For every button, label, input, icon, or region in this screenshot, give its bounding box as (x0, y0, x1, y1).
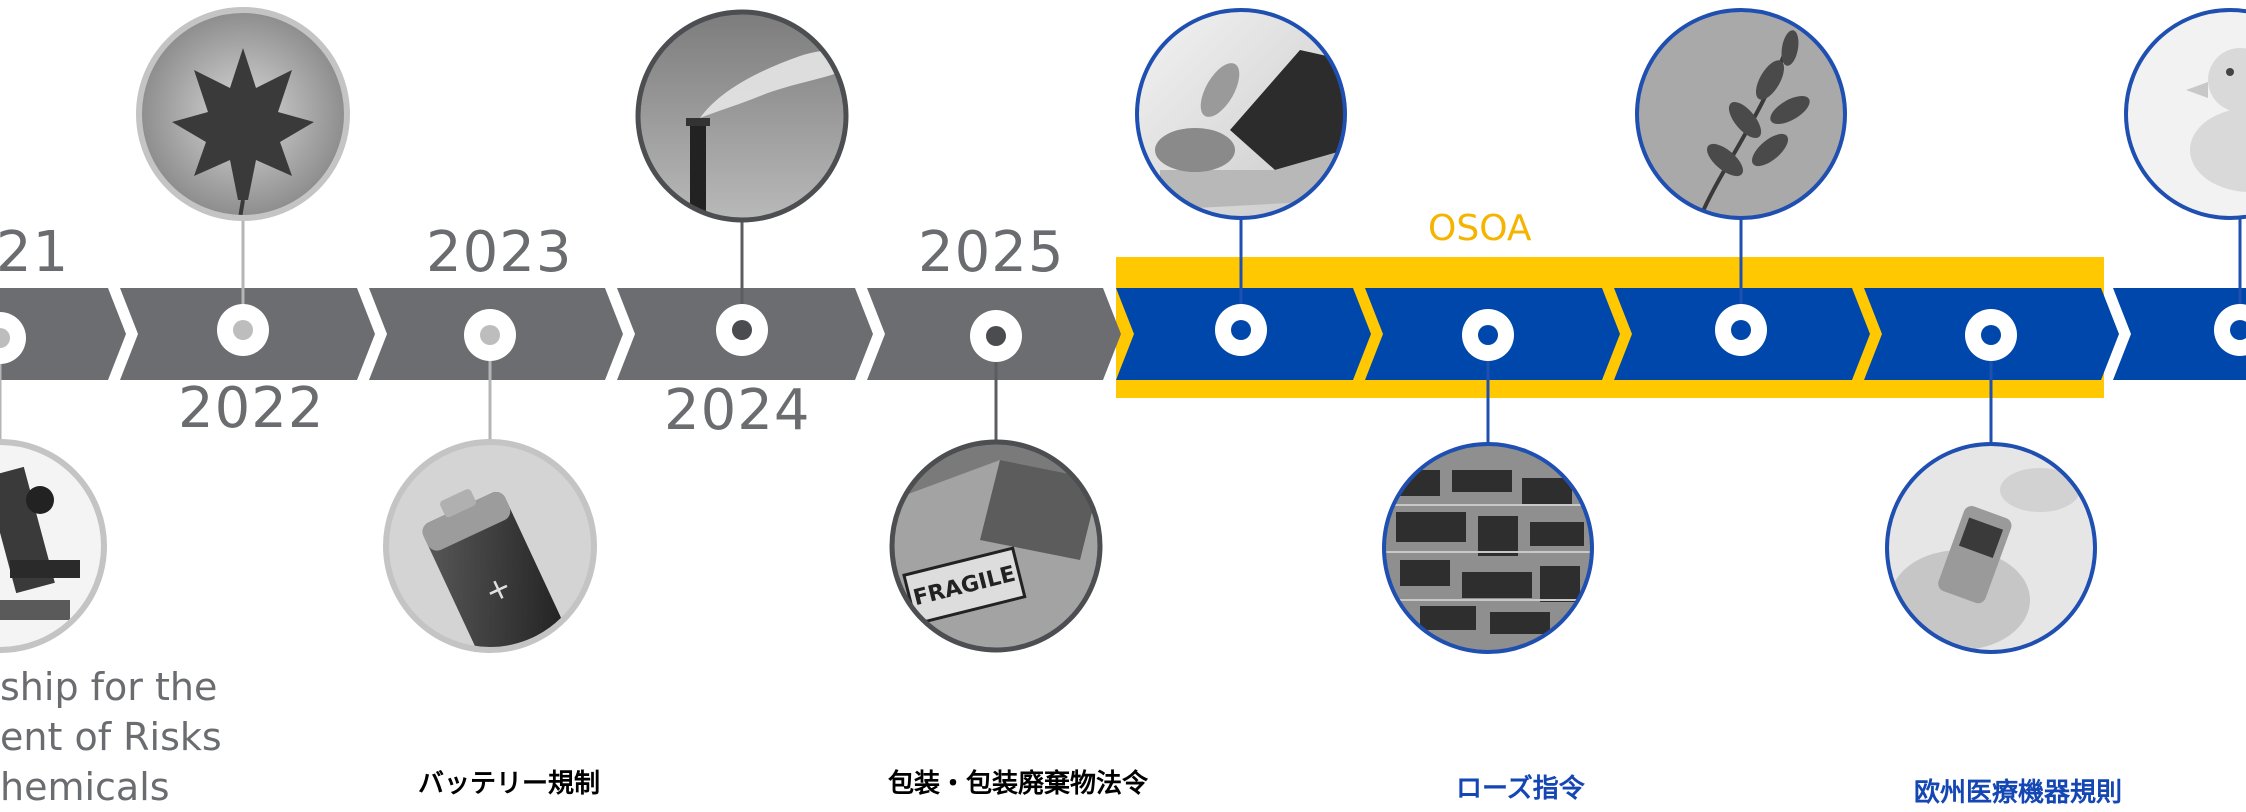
year-2024-label: 2024 (664, 378, 811, 443)
packaging-regulation-label: 包装・包装廃棄物法令 (888, 769, 1149, 799)
rohs-directive-label: ローズ指令 (1456, 774, 1585, 804)
node-marker-blue-2 (1462, 309, 1514, 361)
description-line-1: ship for the (0, 665, 218, 709)
description-line-2: ent of Risks (0, 715, 222, 759)
circuit-board-photo (1382, 442, 1594, 654)
microscope-photo (0, 439, 107, 653)
node-marker-blue-1 (1215, 304, 1267, 356)
mdr-regulation-label: 欧州医療機器規則 (1914, 778, 2123, 808)
year-2022-label: 2022 (178, 376, 325, 441)
year-2025-label: 2025 (918, 220, 1065, 285)
rubber-duck-photo (2124, 8, 2246, 220)
node-marker-2022 (217, 304, 269, 356)
description-line-3: hemicals (0, 765, 170, 809)
fragile-box-photo: FRAGILE (889, 439, 1103, 653)
chevron-2021 (0, 288, 126, 380)
smokestack-photo (635, 9, 849, 223)
laptop-photo (1135, 8, 1347, 220)
plant-photo (1635, 8, 1847, 220)
node-markers (0, 304, 2246, 364)
maple-leaf-photo (136, 7, 350, 221)
node-marker-2024 (716, 304, 768, 356)
chevron-blue-5 (2113, 288, 2246, 380)
node-marker-2025 (970, 310, 1022, 362)
osoa-label: OSOA (1428, 208, 1532, 249)
medical-device-photo (1885, 442, 2097, 654)
battery-photo: + (383, 439, 597, 653)
year-2023-label: 2023 (426, 220, 573, 285)
node-marker-2023 (464, 309, 516, 361)
year-2021-label: 21 (0, 220, 70, 285)
node-marker-blue-3 (1715, 304, 1767, 356)
node-marker-blue-4 (1965, 309, 2017, 361)
node-marker-blue-5 (2214, 304, 2246, 356)
node-marker-2021 (0, 312, 26, 364)
battery-regulation-label: バッテリー規制 (418, 769, 601, 799)
